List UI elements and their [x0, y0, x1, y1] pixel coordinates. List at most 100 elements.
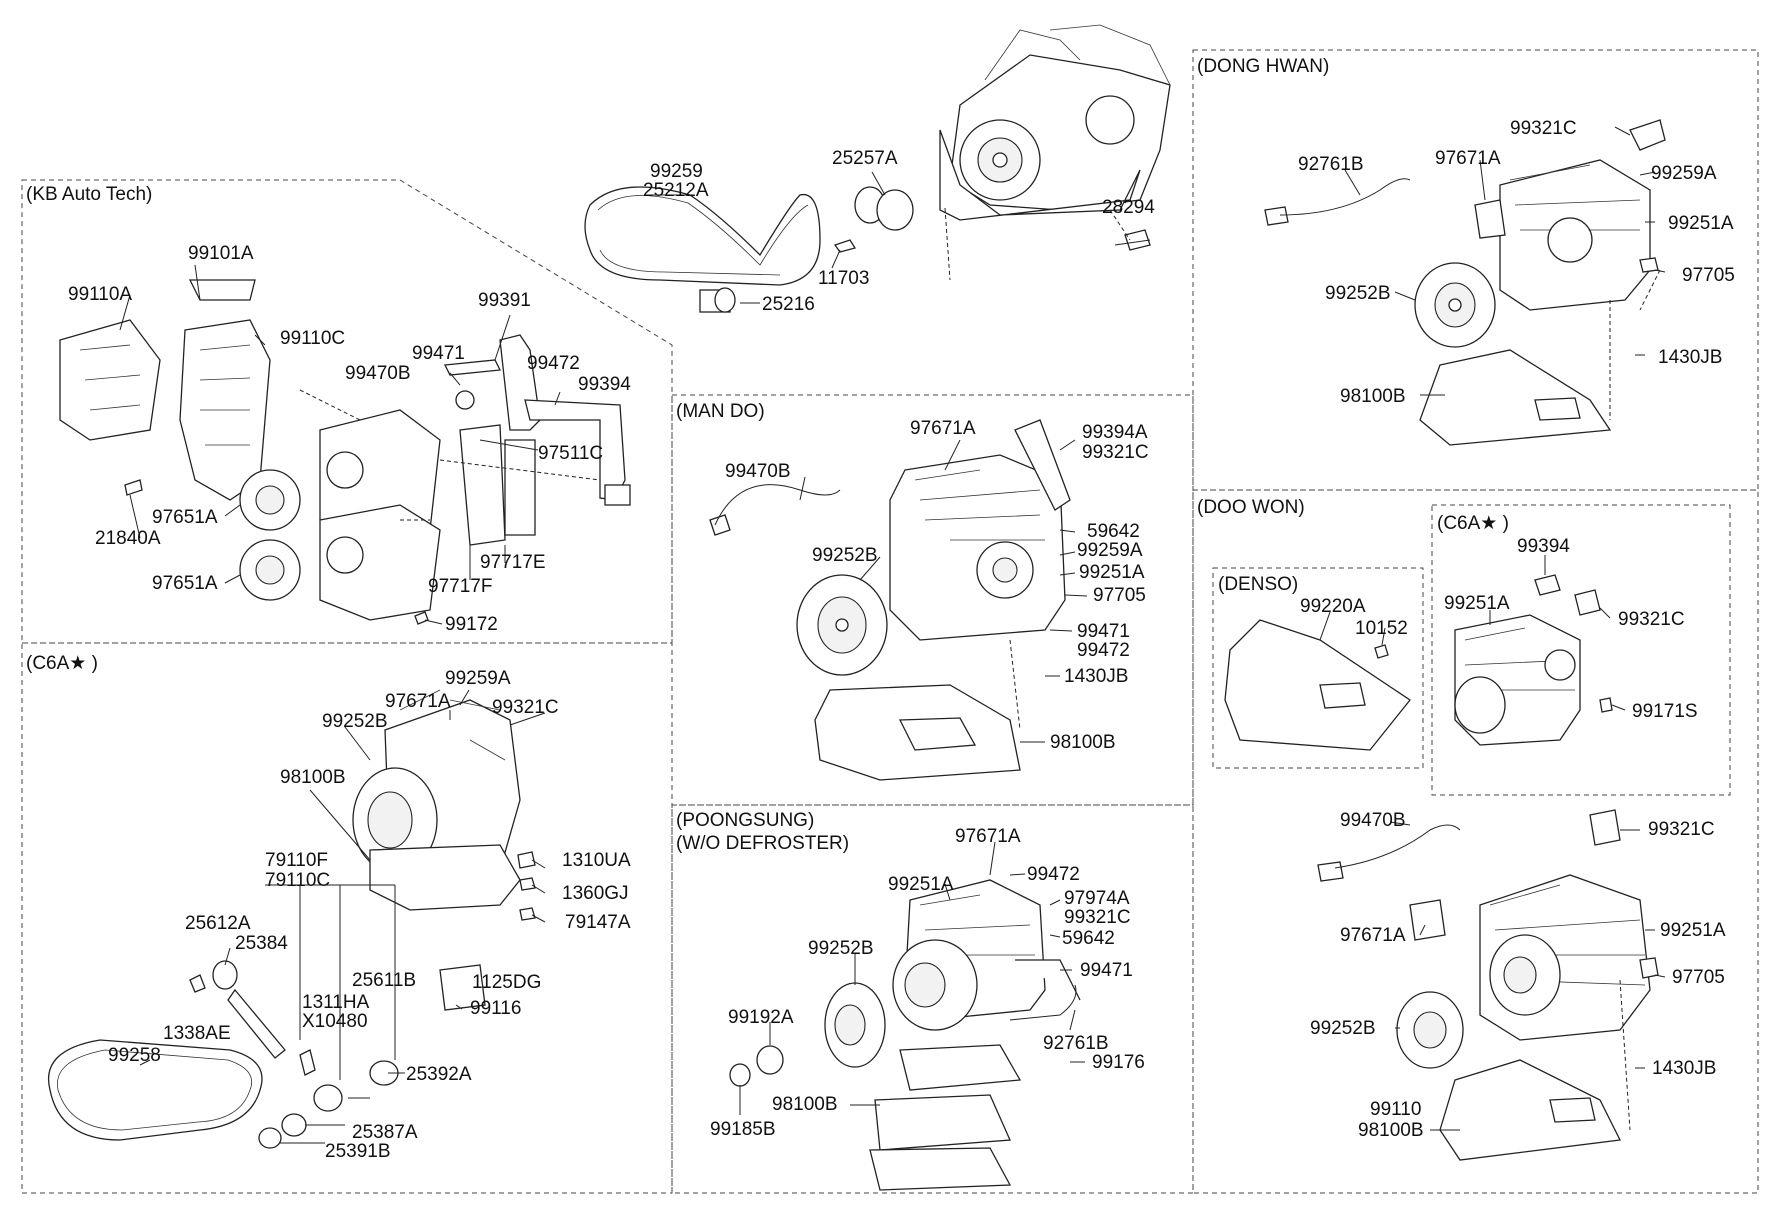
part-label: 1338AE — [163, 1023, 231, 1044]
section-subtitle-poongsung: (W/O DEFROSTER) — [676, 833, 849, 854]
part-label: 1360GJ — [562, 883, 629, 904]
c6a-left-drawing — [48, 689, 536, 1149]
part-label: 1430JB — [1064, 666, 1128, 687]
part-labels: 99259 25212A 25257A 11703 25216 28294 99… — [68, 118, 1735, 1162]
part-label: 99470B — [725, 461, 791, 482]
section-boxes — [21, 49, 1759, 1194]
part-label: 99321C — [1648, 819, 1715, 840]
part-label: 79147A — [565, 912, 631, 933]
part-label: 1430JB — [1658, 347, 1722, 368]
section-title-dong-hwan: (DONG HWAN) — [1197, 56, 1329, 77]
part-label: 99192A — [728, 1007, 794, 1028]
section-title-c6a-left: (C6A★ ) — [26, 653, 98, 674]
poongsung-drawing — [729, 879, 1081, 1191]
part-label: 79110F — [265, 850, 328, 871]
part-label: 99176 — [1092, 1052, 1145, 1073]
part-label: 1311HA — [302, 992, 370, 1013]
part-label: 99321C — [1618, 609, 1685, 630]
part-label: 99252B — [322, 711, 388, 732]
part-label: 98100B — [280, 767, 346, 788]
part-label: 99321C — [1082, 442, 1149, 463]
part-label: 99391 — [478, 290, 531, 311]
part-label: 99172 — [445, 614, 498, 635]
part-label: 99471 — [1077, 621, 1130, 642]
denso-drawing — [1224, 619, 1411, 751]
part-label: 99252B — [808, 938, 874, 959]
part-label: 92761B — [1298, 154, 1364, 175]
section-title-man-do: (MAN DO) — [676, 401, 765, 422]
part-label: 97974A — [1064, 888, 1130, 909]
part-label: 99171S — [1632, 701, 1698, 722]
part-label: 99185B — [710, 1119, 776, 1140]
part-label: 99321C — [492, 697, 559, 718]
part-label: 99470B — [1340, 810, 1406, 831]
part-label: 1430JB — [1652, 1058, 1716, 1079]
part-label: 99251A — [1079, 562, 1145, 583]
part-label: 99220A — [1300, 596, 1366, 617]
part-label: 99472 — [1027, 864, 1080, 885]
part-label: 25392A — [406, 1064, 472, 1085]
part-label: 97717F — [428, 576, 492, 597]
section-title-kb: (KB Auto Tech) — [26, 184, 152, 205]
section-titles: (KB Auto Tech) (C6A★ ) (MAN DO) (POONGSU… — [26, 56, 1509, 854]
dong-hwan-drawing — [1264, 119, 1666, 446]
part-label: 99471 — [412, 343, 465, 364]
part-label: 99252B — [812, 545, 878, 566]
part-label: 59642 — [1062, 928, 1115, 949]
leader-lines — [119, 126, 1666, 1144]
man-do-drawing — [709, 419, 1071, 781]
part-label: 99394A — [1082, 422, 1148, 443]
section-title-denso: (DENSO) — [1218, 574, 1298, 595]
part-label: 99472 — [1077, 640, 1130, 661]
section-title-poongsung: (POONGSUNG) — [676, 810, 814, 831]
part-label: 97705 — [1682, 265, 1735, 286]
part-label: 98100B — [1358, 1120, 1424, 1141]
part-label: 99251A — [1668, 213, 1734, 234]
part-label: 99252B — [1310, 1018, 1376, 1039]
part-label: 97651A — [152, 573, 218, 594]
part-label: 25257A — [832, 148, 898, 169]
section-title-c6a-right: (C6A★ ) — [1437, 513, 1509, 534]
part-label: 97651A — [152, 507, 218, 528]
part-label: 99259 — [650, 161, 703, 182]
part-label: 25391B — [325, 1141, 391, 1162]
part-label: 97671A — [385, 691, 451, 712]
part-label: 99321C — [1510, 118, 1577, 139]
part-label: 25212A — [643, 180, 709, 201]
part-label: 25612A — [185, 913, 251, 934]
part-label: 99116 — [470, 998, 521, 1019]
part-label: 21840A — [95, 528, 161, 549]
part-label: 28294 — [1102, 197, 1155, 218]
part-label: 92761B — [1043, 1033, 1109, 1054]
part-label: 99259A — [1077, 540, 1143, 561]
top-compressor-drawing — [584, 24, 1171, 313]
part-label: 97671A — [1340, 925, 1406, 946]
part-label: 99259A — [445, 668, 511, 689]
part-label: 99470B — [345, 363, 411, 384]
part-label: 97671A — [1435, 148, 1501, 169]
part-label: 99110 — [1370, 1099, 1421, 1120]
part-label: 99394 — [1517, 536, 1570, 557]
part-label: 99101A — [188, 243, 254, 264]
doo-won-drawing — [1317, 809, 1659, 1161]
part-label: 99251A — [888, 874, 954, 895]
part-label: 25216 — [762, 294, 815, 315]
part-label: 1310UA — [562, 850, 631, 871]
kb-drawing — [59, 279, 631, 625]
part-label: 99394 — [578, 374, 631, 395]
part-label: X10480 — [302, 1011, 368, 1032]
part-label: 79110C — [265, 870, 330, 891]
part-label: 98100B — [772, 1094, 838, 1115]
section-title-doo-won: (DOO WON) — [1197, 497, 1305, 518]
part-label: 99251A — [1660, 920, 1726, 941]
part-label: 99321C — [1064, 907, 1131, 928]
part-label: 25611B — [352, 970, 416, 991]
part-label: 1125DG — [472, 972, 541, 993]
part-label: 97671A — [955, 826, 1021, 847]
part-label: 99472 — [527, 353, 580, 374]
part-label: 10152 — [1355, 618, 1408, 639]
part-label: 97717E — [480, 552, 546, 573]
part-label: 97511C — [538, 443, 603, 464]
part-label: 99110C — [280, 328, 345, 349]
